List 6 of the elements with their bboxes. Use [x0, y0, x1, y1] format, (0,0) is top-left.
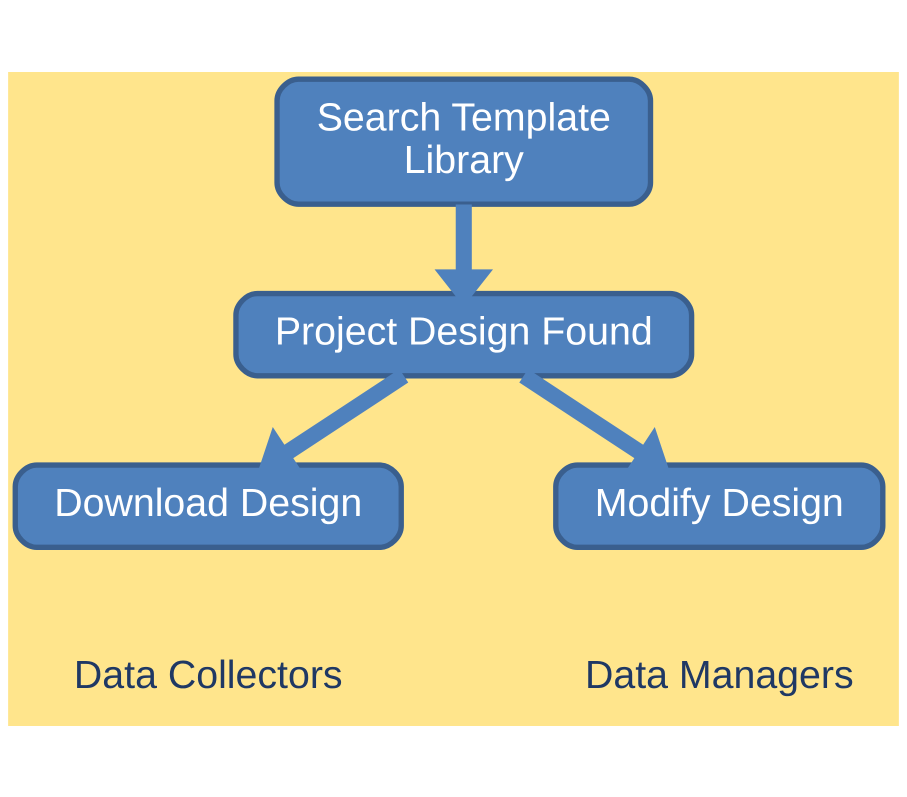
node-box: Search Template Library [274, 76, 654, 206]
node-label: Data Collectors [74, 652, 343, 696]
node-label: Data Managers [584, 652, 854, 696]
node-box: Project Design Found [233, 290, 694, 378]
node-box: Modify Design [553, 462, 886, 550]
node-box: Download Design [12, 462, 404, 550]
